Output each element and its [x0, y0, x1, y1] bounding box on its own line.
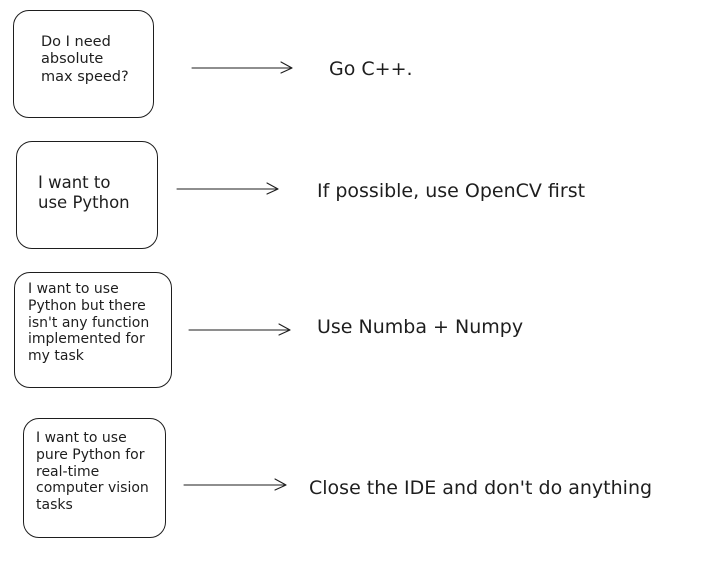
- arrow-row-3: [188, 323, 291, 336]
- question-text-python: I want to use Python: [38, 173, 130, 212]
- answer-text-numba: Use Numba + Numpy: [317, 316, 524, 338]
- answer-text-close-ide: Close the IDE and don't do anything: [309, 477, 653, 499]
- arrow-row-1: [191, 61, 293, 74]
- question-text-no-function: I want to use Python but there isn't any…: [28, 281, 150, 365]
- question-box-no-function: [14, 272, 172, 388]
- question-box-speed: [13, 10, 154, 118]
- arrow-row-2: [176, 182, 279, 195]
- question-box-python: [16, 141, 158, 249]
- answer-text-opencv: If possible, use OpenCV first: [317, 180, 586, 202]
- arrow-head: [280, 61, 293, 74]
- arrow-head: [278, 323, 291, 336]
- arrow-row-4: [183, 478, 287, 491]
- answer-text-cpp: Go C++.: [329, 58, 413, 80]
- question-text-pure-python: I want to use pure Python for real-time …: [36, 430, 149, 514]
- arrow-head: [274, 478, 287, 491]
- question-text-speed: Do I need absolute max speed?: [41, 34, 129, 85]
- arrow-head: [266, 182, 279, 195]
- question-box-pure-python: [23, 418, 166, 538]
